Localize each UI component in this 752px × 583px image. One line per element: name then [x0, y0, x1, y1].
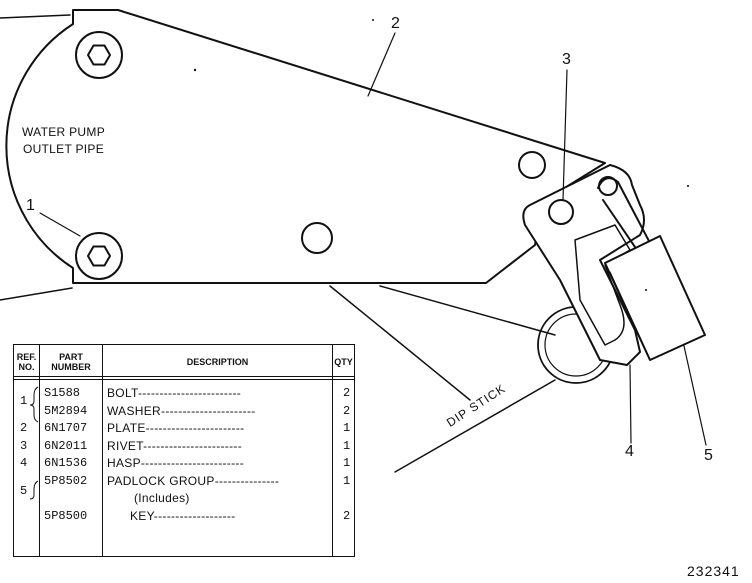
dip-stick-tube	[329, 285, 556, 473]
table-cell-description: BOLT------------------------	[107, 386, 242, 400]
callout-5: 5	[704, 447, 713, 464]
table-cell-qty: 1	[343, 473, 351, 488]
rivet	[548, 199, 574, 225]
header-ref-line-2: NO.	[18, 361, 35, 372]
header-ref-no: REF.NO.	[14, 345, 40, 378]
callout-1: 1	[26, 197, 35, 214]
column-divider-1	[39, 378, 40, 556]
table-cell-qty: 1	[343, 456, 351, 470]
table-cell-qty: 1	[343, 421, 351, 435]
group-braces	[29, 386, 39, 500]
table-cell-qty: 2	[343, 508, 351, 523]
plate-hole-upper	[518, 151, 546, 179]
callout-3: 3	[562, 51, 571, 68]
header-qty: QTY	[334, 356, 353, 367]
table-cell-description: HASP------------------------	[107, 456, 244, 470]
table-cell-description: KEY-------------------	[130, 508, 236, 523]
header-divider-2	[14, 379, 354, 380]
table-cell-ref: 4	[20, 456, 28, 470]
header-part-line-2: NUMBER	[51, 361, 91, 372]
water-pump-label: WATER PUMP OUTLET PIPE	[22, 124, 105, 158]
column-divider-3	[332, 378, 333, 556]
header-divider	[14, 376, 354, 377]
callout-2: 2	[391, 15, 400, 32]
header-part-line-1: PART	[59, 351, 83, 362]
water-pump-label-line-1: WATER PUMP	[22, 125, 105, 139]
table-cell-qty: 1	[343, 438, 351, 453]
table-cell-ref: 3	[20, 438, 28, 453]
leader-1	[39, 212, 81, 237]
table-cell-ref: 5	[20, 483, 28, 498]
column-divider-2	[102, 378, 103, 556]
table-cell-description: RIVET-----------------------	[107, 438, 242, 453]
plate-hole-lower	[301, 222, 333, 254]
leader-5	[683, 345, 707, 446]
table-cell-part: 6N1536	[44, 456, 88, 470]
table-cell-qty: 2	[343, 403, 351, 418]
table-cell-qty: 2	[343, 386, 351, 400]
table-cell-description: PADLOCK GROUP---------------	[107, 473, 280, 488]
callout-4: 4	[625, 443, 634, 460]
table-cell-description: (Includes)	[134, 491, 190, 505]
table-cell-part: 5M2894	[44, 403, 88, 418]
background-line-bottom	[0, 287, 73, 301]
leader-3	[562, 69, 568, 201]
table-cell-part: 6N1707	[44, 421, 88, 435]
figure-number: 232341	[687, 563, 740, 579]
water-pump-label-line-2: OUTLET PIPE	[22, 142, 105, 156]
background-line-top	[0, 14, 71, 19]
bolt-bottom	[75, 232, 123, 280]
table-cell-part: 5P8502	[44, 473, 88, 488]
table-cell-part: 5P8500	[44, 508, 88, 523]
table-cell-part: S1588	[44, 386, 81, 400]
header-ref-line-1: REF.	[16, 351, 37, 362]
mounting-plate	[5, 9, 606, 284]
leader-2	[367, 32, 396, 97]
leader-4	[629, 364, 632, 444]
table-cell-description: WASHER----------------------	[107, 403, 256, 418]
header-description: DESCRIPTION	[103, 345, 333, 378]
table-cell-ref: 2	[20, 421, 28, 435]
table-cell-part: 6N2011	[44, 438, 88, 453]
table-cell-description: PLATE-----------------------	[107, 421, 245, 435]
table-cell-ref: 1	[20, 394, 28, 408]
bolt-top	[75, 31, 123, 79]
